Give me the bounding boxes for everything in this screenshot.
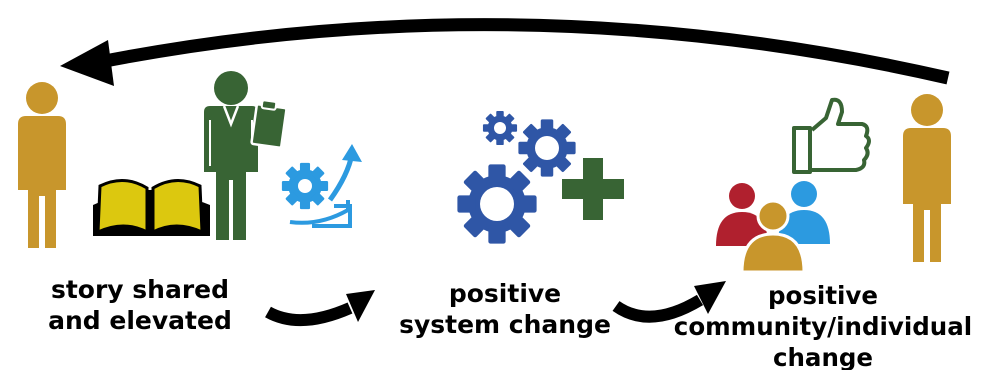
- open-book-icon: [93, 179, 210, 236]
- stage-caption-community: positive community/individual change: [655, 280, 991, 370]
- caption-line: story shared: [50, 275, 230, 304]
- caption-line: change: [772, 343, 874, 370]
- stage-caption-story: story shared and elevated: [18, 274, 262, 336]
- plus-icon: [562, 158, 624, 220]
- return-arrow-head: [60, 40, 114, 86]
- flow-arrow-story-to-system: [265, 290, 375, 326]
- feedback-return-arrow: [60, 18, 950, 86]
- caption-line: system change: [399, 310, 611, 339]
- community-group-icon: [716, 181, 830, 274]
- community-member-person-icon: [903, 94, 951, 262]
- gear-growth-arrow-icon: [281, 144, 362, 228]
- caption-line: positive: [767, 281, 879, 310]
- caption-line: community/individual: [673, 312, 973, 341]
- evaluator-with-clipboard-icon: [204, 71, 288, 240]
- caption-line: positive: [448, 279, 562, 308]
- storyteller-person-icon: [18, 82, 66, 248]
- gears-icon: [457, 110, 576, 244]
- flow-arrow-system-to-community: [612, 281, 726, 323]
- stage-caption-system: positive system change: [380, 278, 630, 340]
- caption-line: and elevated: [48, 306, 232, 335]
- thumbs-up-icon: [792, 97, 871, 174]
